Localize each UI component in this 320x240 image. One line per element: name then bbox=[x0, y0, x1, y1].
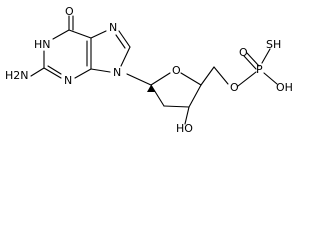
bond-c3prime-oh bbox=[184, 106, 190, 125]
atom-nh2: H2N bbox=[5, 69, 29, 82]
bond-o-p bbox=[237, 71, 257, 87]
bond-n3-c4 bbox=[74, 68, 92, 79]
structure-canvas: O HN H2N N N N O HO O P O SH OH bbox=[5, 5, 293, 135]
bond-p-o-double-a bbox=[243, 55, 257, 70]
bond-n9-c1prime bbox=[126, 73, 152, 86]
atom-oh-sugar: HO bbox=[176, 122, 193, 135]
bond-c2prime-c1prime bbox=[150, 84, 165, 107]
bond-n7-c8-double bbox=[115, 34, 126, 49]
atom-o-carbonyl: O bbox=[65, 5, 74, 18]
bond-p-oh bbox=[263, 72, 278, 85]
bond-p-o-double-b bbox=[246, 52, 260, 67]
atom-n9: N bbox=[113, 66, 121, 79]
bond-n9-c4 bbox=[90, 68, 111, 73]
bond-p-sh bbox=[261, 48, 271, 64]
atom-nh-ring: HN bbox=[34, 38, 51, 51]
wedge-c1prime bbox=[147, 85, 155, 92]
bond-c6-n1 bbox=[52, 29, 70, 40]
bond-c4prime-c5prime bbox=[200, 66, 215, 86]
molecule-structure: O HN H2N N N N O HO O P O SH OH bbox=[5, 5, 293, 135]
bond-c2-n3 bbox=[43, 67, 62, 79]
bond-n7-c8 bbox=[118, 30, 131, 48]
bond-c2-n3-double bbox=[47, 65, 62, 75]
bond-c1prime-o4prime bbox=[150, 72, 171, 86]
bond-c3prime-c2prime bbox=[163, 105, 190, 108]
bond-o4prime-c4prime bbox=[180, 72, 202, 86]
bond-c2-nh2 bbox=[30, 67, 45, 77]
atom-o-ring: O bbox=[172, 64, 181, 77]
atom-n3: N bbox=[64, 74, 72, 87]
atom-oh-p: OH bbox=[276, 81, 293, 94]
bond-c5prime-o bbox=[213, 66, 229, 85]
atom-o-double: O bbox=[239, 46, 248, 59]
atom-o-linker: O bbox=[230, 81, 239, 94]
bond-c5-c6 bbox=[68, 29, 92, 39]
atom-n7: N bbox=[109, 21, 117, 34]
atom-p: P bbox=[256, 63, 263, 76]
bond-c8-n9 bbox=[120, 46, 131, 67]
bond-c4prime-c3prime bbox=[188, 84, 202, 108]
bond-c5-n7 bbox=[90, 30, 107, 39]
atom-sh: SH bbox=[266, 38, 281, 51]
